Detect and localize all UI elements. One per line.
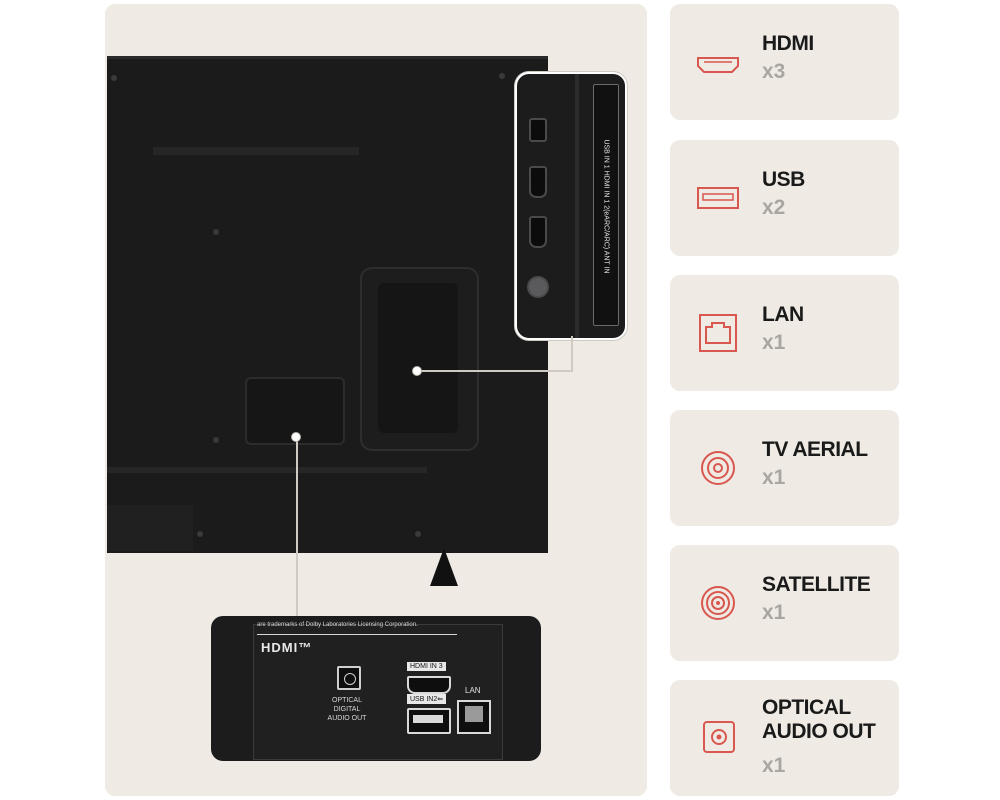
feature-name: LAN (762, 303, 804, 326)
vent-strip (153, 147, 359, 155)
feature-name: SATELLITE (762, 573, 871, 596)
feature-card-satellite: SATELLITE x1 (670, 545, 899, 661)
tv-stand (430, 548, 458, 586)
optical-label: OPTICAL DIGITAL AUDIO OUT (327, 697, 367, 722)
screw (415, 531, 421, 537)
port-bay (360, 267, 479, 451)
antenna-port (527, 276, 549, 298)
feature-name: TV AERIAL (762, 438, 868, 461)
leader-line (417, 370, 573, 372)
feature-card-hdmi: HDMI x3 (670, 4, 899, 120)
screw (197, 531, 203, 537)
hdmi-port (529, 166, 547, 198)
leader-dot (291, 432, 301, 442)
leader-line (296, 440, 298, 616)
feature-card-usb: USB x2 (670, 140, 899, 256)
satellite-icon (701, 586, 735, 620)
lan-icon (699, 314, 737, 352)
optical-icon (703, 721, 735, 753)
feature-card-optical: OPTICAL AUDIO OUT x1 (670, 680, 899, 796)
screw (499, 73, 505, 79)
feature-count: x1 (762, 466, 786, 489)
rear-ports-zoom: are trademarks of Dolby Laboratories Lic… (211, 616, 541, 761)
lan-port (457, 700, 491, 734)
feature-name: USB (762, 168, 805, 191)
hdmi-port (529, 216, 547, 248)
feature-count: x1 (762, 601, 786, 624)
feature-name: OPTICAL AUDIO OUT (762, 696, 876, 743)
tv-back (107, 56, 548, 553)
foot-block (107, 505, 193, 551)
feature-card-lan: LAN x1 (670, 275, 899, 391)
port-label-strip: USB IN 1 HDMI IN 1 2(eARC/ARC) ANT IN (593, 84, 619, 326)
feature-count: x1 (762, 754, 786, 777)
strip-text: USB IN 1 HDMI IN 1 2(eARC/ARC) ANT IN (602, 139, 610, 274)
screw (213, 437, 219, 443)
side-ports-zoom: USB IN 1 HDMI IN 1 2(eARC/ARC) ANT IN (515, 72, 627, 340)
feature-count: x3 (762, 60, 786, 83)
leader-line (571, 336, 573, 372)
leader-dot (412, 366, 422, 376)
usb-port (529, 118, 547, 142)
usb-port (407, 708, 451, 734)
hdmi-port-tag: HDMI IN 3 (407, 662, 446, 671)
lan-label: LAN (465, 686, 481, 695)
aerial-icon (701, 451, 735, 485)
feature-count: x2 (762, 196, 786, 219)
lower-ridge (107, 467, 427, 473)
optical-port (337, 666, 361, 690)
hdmi-port (407, 676, 451, 694)
hdmi-logo: HDMI™ (261, 640, 313, 655)
hdmi-icon (697, 57, 739, 73)
product-image-panel: USB IN 1 HDMI IN 1 2(eARC/ARC) ANT IN ar… (105, 4, 647, 796)
feature-count: x1 (762, 331, 786, 354)
connector-plate (253, 624, 503, 760)
screw (111, 75, 117, 81)
usb-icon (697, 187, 739, 209)
feature-card-aerial: TV AERIAL x1 (670, 410, 899, 526)
screw (213, 229, 219, 235)
usb-port-tag: USB IN2⇐ (407, 694, 447, 704)
trademark-notice: are trademarks of Dolby Laboratories Lic… (257, 622, 457, 635)
feature-name: HDMI (762, 32, 814, 55)
